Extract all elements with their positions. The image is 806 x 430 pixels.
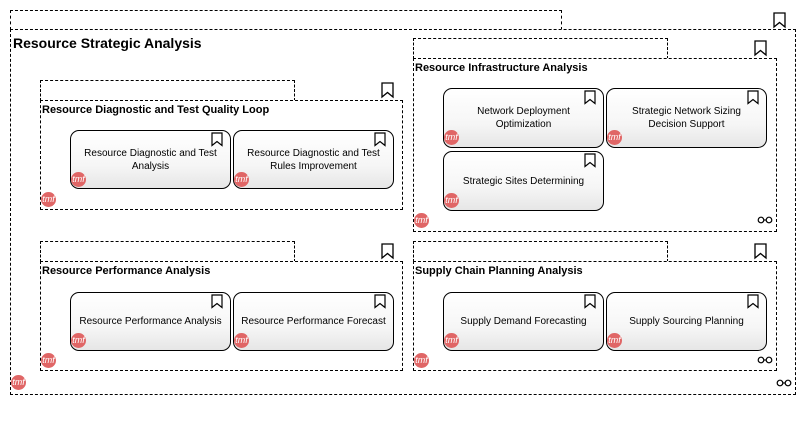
capability-tmf-badge: tmf xyxy=(71,333,86,348)
bookmark-icon xyxy=(381,243,394,260)
capability-label: Resource Diagnostic and Test Rules Impro… xyxy=(247,147,380,172)
capability-box[interactable]: Strategic Network Sizing Decision Suppor… xyxy=(606,88,767,148)
supply-group-tab xyxy=(413,241,668,262)
bookmark-icon xyxy=(747,294,759,309)
capability-box[interactable]: Resource Performance Forecast xyxy=(233,292,394,351)
capability-box[interactable]: Resource Performance Analysis xyxy=(70,292,231,351)
capability-box[interactable]: Supply Demand Forecasting xyxy=(443,292,604,351)
bookmark-icon xyxy=(374,132,386,147)
capability-label: Strategic Network Sizing Decision Suppor… xyxy=(632,106,741,130)
capability-box[interactable]: Resource Diagnostic and Test Rules Impro… xyxy=(233,130,394,189)
capability-tmf-badge: tmf xyxy=(234,333,249,348)
chain-link-icon xyxy=(757,356,773,364)
bookmark-icon xyxy=(381,82,394,99)
bookmark-icon xyxy=(584,90,596,105)
bookmark-icon xyxy=(584,153,596,168)
chain-link-icon xyxy=(776,379,792,387)
capability-tmf-badge: tmf xyxy=(444,333,459,348)
root-group-title: Resource Strategic Analysis xyxy=(13,35,202,51)
capability-tmf-badge: tmf xyxy=(444,130,459,145)
chain-link-icon xyxy=(757,216,773,224)
infrastructure-group-title: Resource Infrastructure Analysis xyxy=(415,62,588,74)
diagnostic-group-tab xyxy=(40,80,295,101)
bookmark-icon xyxy=(211,132,223,147)
capability-tmf-badge: tmf xyxy=(71,172,86,187)
bookmark-icon xyxy=(773,12,786,29)
capability-label: Network Deployment Optimization xyxy=(477,106,570,130)
capability-label: Supply Demand Forecasting xyxy=(460,316,587,327)
capability-label: Resource Diagnostic and Test Analysis xyxy=(84,147,217,172)
bookmark-icon xyxy=(754,243,767,260)
bookmark-icon xyxy=(747,90,759,105)
bookmark-icon xyxy=(584,294,596,309)
capability-box[interactable]: Strategic Sites Determining xyxy=(443,151,604,211)
capability-tmf-badge: tmf xyxy=(234,172,249,187)
root-group-tab xyxy=(10,10,562,30)
infrastructure-tmf-badge: tmf xyxy=(414,213,429,228)
capability-box[interactable]: Supply Sourcing Planning xyxy=(606,292,767,351)
capability-label: Strategic Sites Determining xyxy=(462,175,585,187)
root-tmf-badge: tmf xyxy=(11,375,26,390)
bookmark-icon xyxy=(374,294,386,309)
performance-group-title: Resource Performance Analysis xyxy=(42,265,211,277)
supply-group-title: Supply Chain Planning Analysis xyxy=(415,265,583,277)
supply-tmf-badge: tmf xyxy=(414,353,429,368)
performance-group-tab xyxy=(40,241,295,262)
capability-label: Resource Performance Analysis xyxy=(79,316,222,327)
capability-box[interactable]: Network Deployment Optimization xyxy=(443,88,604,148)
capability-box[interactable]: Resource Diagnostic and Test Analysis xyxy=(70,130,231,189)
diagnostic-tmf-badge: tmf xyxy=(41,192,56,207)
bookmark-icon xyxy=(754,40,767,57)
capability-tmf-badge: tmf xyxy=(444,193,459,208)
performance-tmf-badge: tmf xyxy=(41,353,56,368)
bookmark-icon xyxy=(211,294,223,309)
infrastructure-group-tab xyxy=(413,38,668,59)
capability-tmf-badge: tmf xyxy=(607,333,622,348)
capability-tmf-badge: tmf xyxy=(607,130,622,145)
capability-label: Resource Performance Forecast xyxy=(241,316,386,327)
capability-label: Supply Sourcing Planning xyxy=(629,316,744,327)
diagnostic-group-title: Resource Diagnostic and Test Quality Loo… xyxy=(42,104,270,116)
